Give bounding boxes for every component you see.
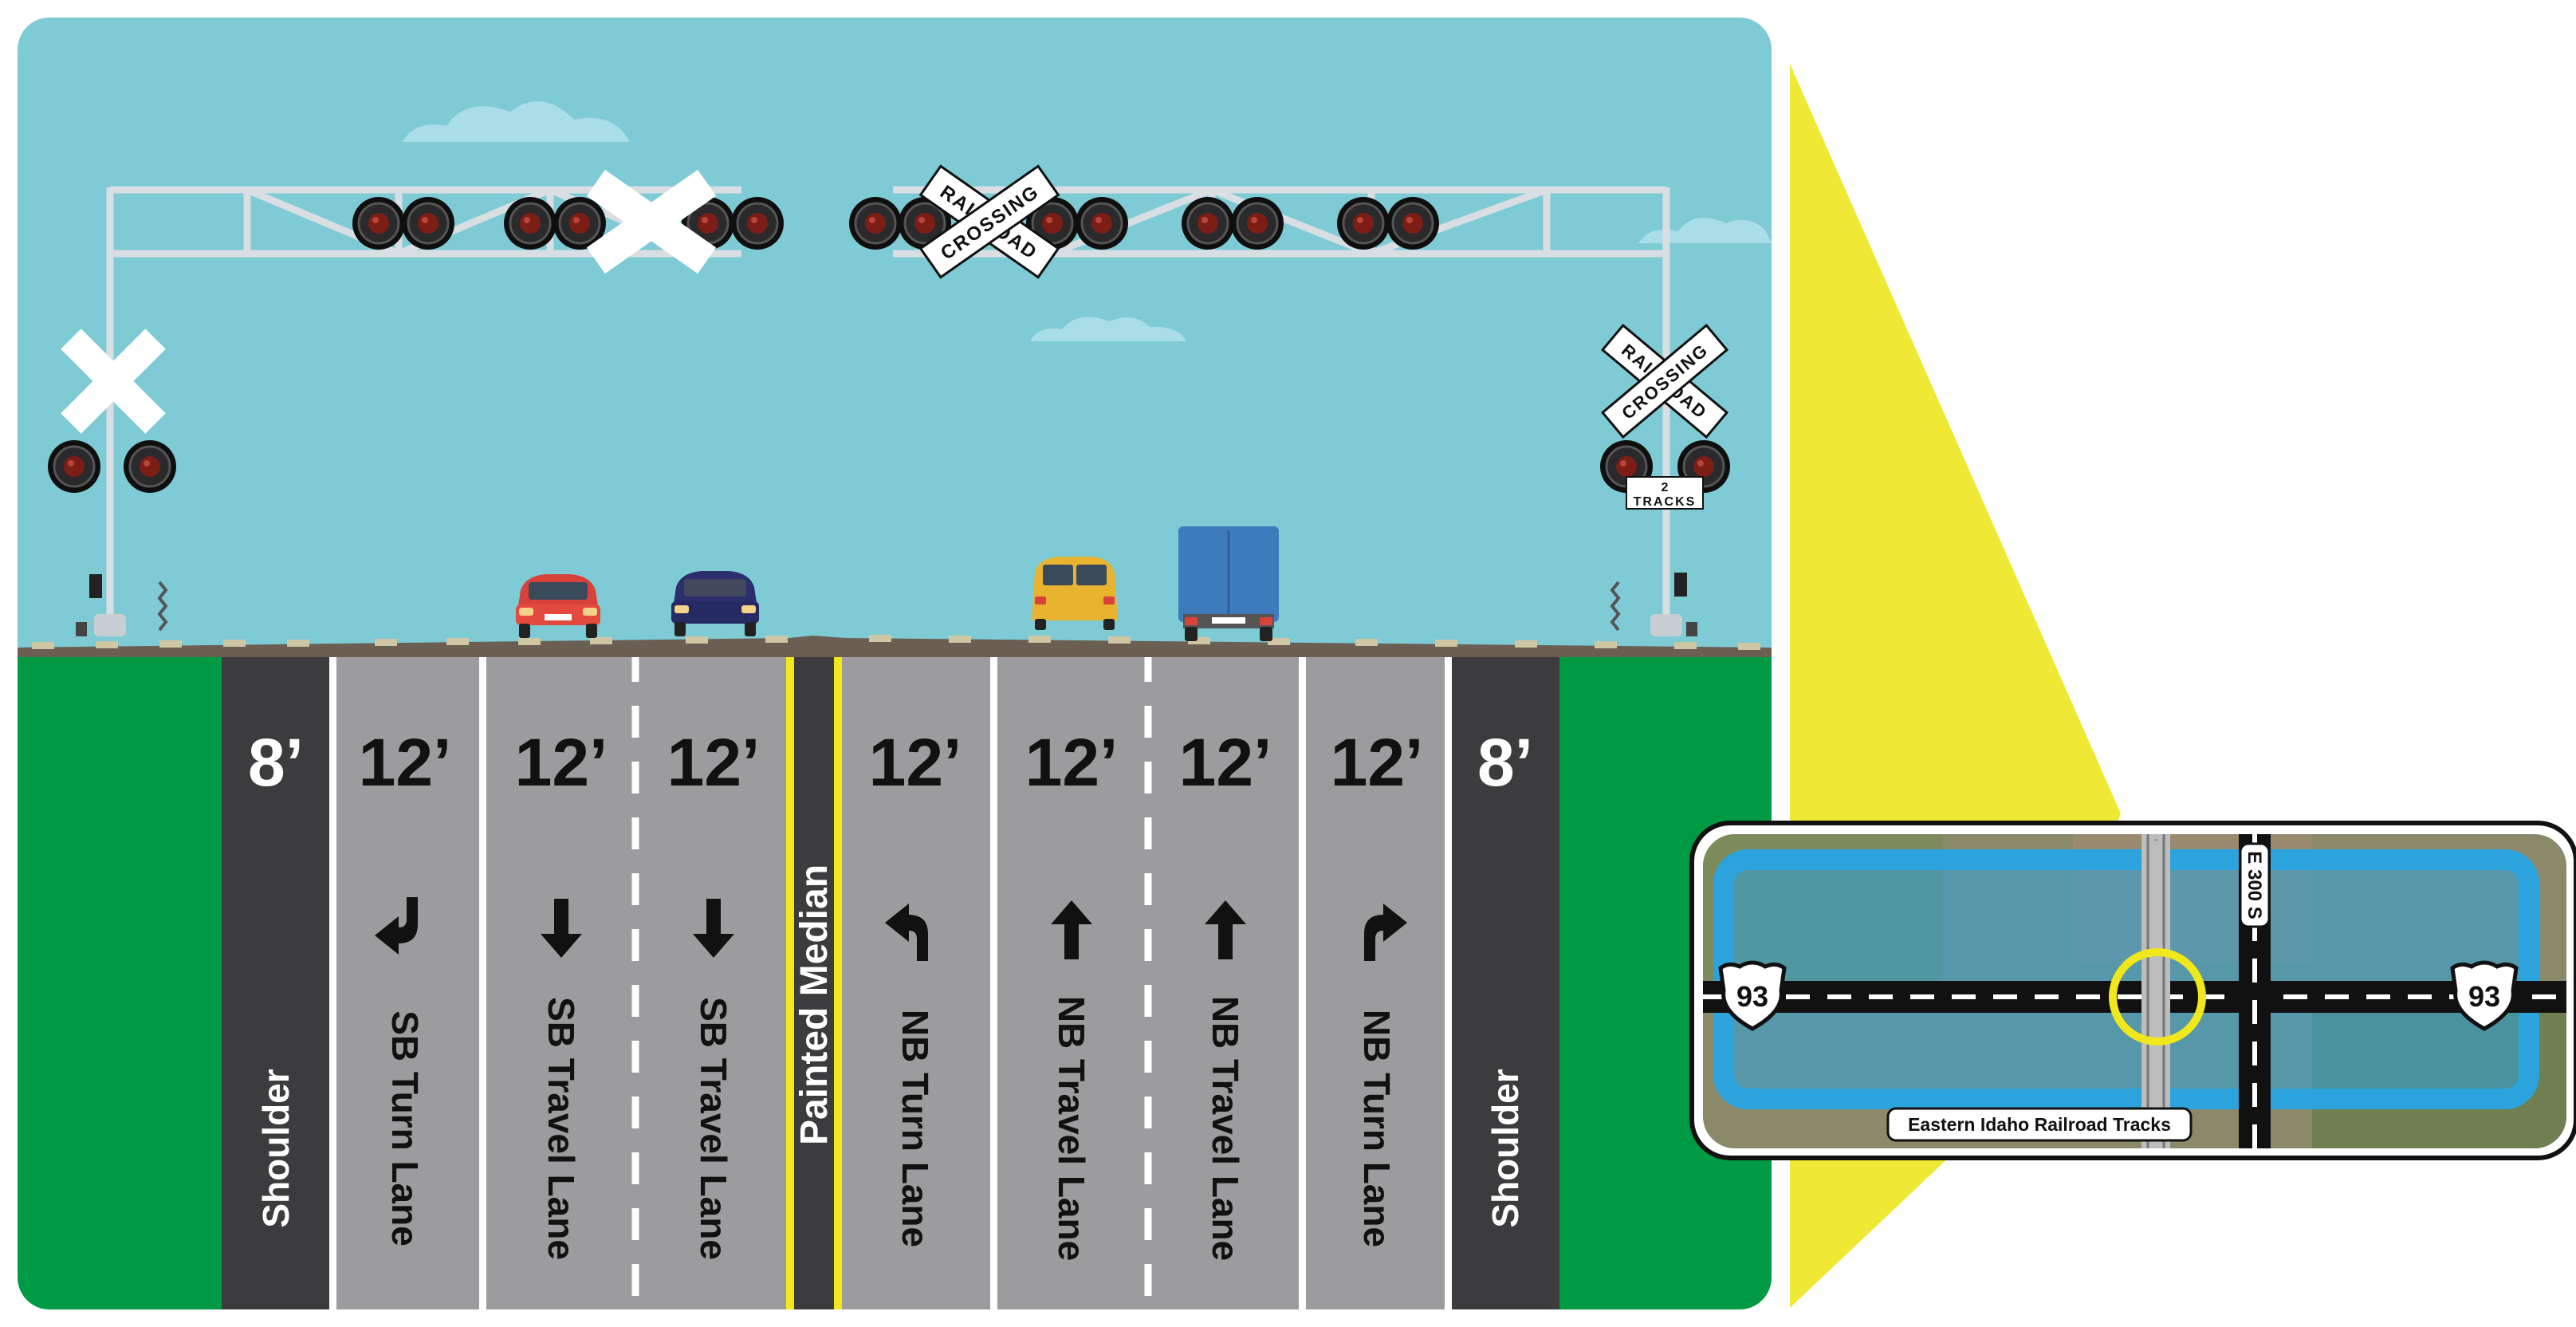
map-inset: 93 93 E 300 S Eastern Idaho Railroad Tra… xyxy=(1703,834,2566,1148)
nb-right-turn-arrow-icon xyxy=(1364,904,1407,961)
yellow-van xyxy=(1032,557,1118,630)
navy-car xyxy=(671,571,759,636)
median-yellow-line xyxy=(786,650,794,1309)
track-ballast xyxy=(18,636,1772,657)
lane-name-label: Shoulder xyxy=(255,1069,297,1227)
route-number: 93 xyxy=(1736,980,1768,1013)
lane-name-label: NB Travel Lane xyxy=(1051,996,1092,1261)
tracks-label-box: Eastern Idaho Railroad Tracks xyxy=(1886,1107,2193,1142)
mast-bases xyxy=(76,573,1697,636)
down-arrow-icon xyxy=(541,899,582,958)
lane-width-label: 12’ xyxy=(869,725,962,800)
blue-truck xyxy=(1178,526,1279,641)
red-car xyxy=(516,574,600,638)
lane-width-label: 12’ xyxy=(515,725,608,800)
shoulder-left xyxy=(222,650,330,1309)
up-arrow-icon xyxy=(1205,900,1246,959)
painted-median xyxy=(786,650,842,1309)
lane-name-label: Painted Median xyxy=(793,864,836,1145)
lane-width-label: 8’ xyxy=(1477,725,1533,800)
lane-lines xyxy=(329,650,1452,1309)
us-route-shield: 93 xyxy=(2450,960,2519,1031)
median-yellow-line xyxy=(834,650,842,1309)
lane-name-label: SB Travel Lane xyxy=(541,997,582,1260)
lane-name-label: NB Turn Lane xyxy=(1356,1010,1398,1247)
lane-width-label: 12’ xyxy=(359,725,452,800)
lane-width-label: 12’ xyxy=(1331,725,1424,800)
tracks-word: TRACKS xyxy=(1634,495,1697,509)
small-crossbucks xyxy=(157,581,1621,632)
sky xyxy=(18,18,1772,656)
road-name-label: E 300 S xyxy=(2239,842,2271,928)
road-name: E 300 S xyxy=(2244,851,2265,919)
tracks-label: Eastern Idaho Railroad Tracks xyxy=(1908,1114,2171,1135)
sb-turn-arrow-icon xyxy=(375,897,418,955)
main-panel: RAILROAD CROSSING RAILROAD CROSSING 2 TR… xyxy=(18,18,1772,1309)
shoulder-right xyxy=(1451,650,1559,1309)
rail-ties xyxy=(32,635,1760,650)
road-surface xyxy=(222,650,1559,1309)
tracks-count-sign: 2 TRACKS xyxy=(1626,476,1704,510)
study-area-ring xyxy=(1713,849,2539,1109)
route-number: 93 xyxy=(2468,980,2500,1013)
cloud xyxy=(403,101,1772,341)
up-arrow-icon xyxy=(1051,900,1092,959)
lane-name-label: NB Turn Lane xyxy=(895,1010,936,1247)
railroad-tracks xyxy=(2141,834,2170,1148)
lane-width-label: 8’ xyxy=(248,725,304,800)
lane-labels: 8’ Shoulder 12’ SB Turn Lane 12’ SB Travel La… xyxy=(248,725,1533,1261)
down-arrow-icon xyxy=(693,899,734,958)
tracks-number: 2 xyxy=(1662,481,1669,494)
lane-width-label: 12’ xyxy=(667,725,761,800)
lane-width-label: 12’ xyxy=(1025,725,1119,800)
crossing-highlight-circle xyxy=(2109,948,2206,1045)
lane-name-label: SB Travel Lane xyxy=(693,997,734,1260)
us-route-shield: 93 xyxy=(1718,960,1787,1031)
nb-left-turn-arrow-icon xyxy=(885,904,928,961)
crossbuck-sign-mast-left-back xyxy=(61,329,166,434)
crossbuck-sign-left-gantry-back xyxy=(586,169,717,274)
lane-name-label: NB Travel Lane xyxy=(1205,996,1246,1261)
lane-name-label: SB Turn Lane xyxy=(384,1010,426,1246)
lane-width-label: 12’ xyxy=(1179,725,1272,800)
lane-name-label: Shoulder xyxy=(1485,1069,1526,1227)
